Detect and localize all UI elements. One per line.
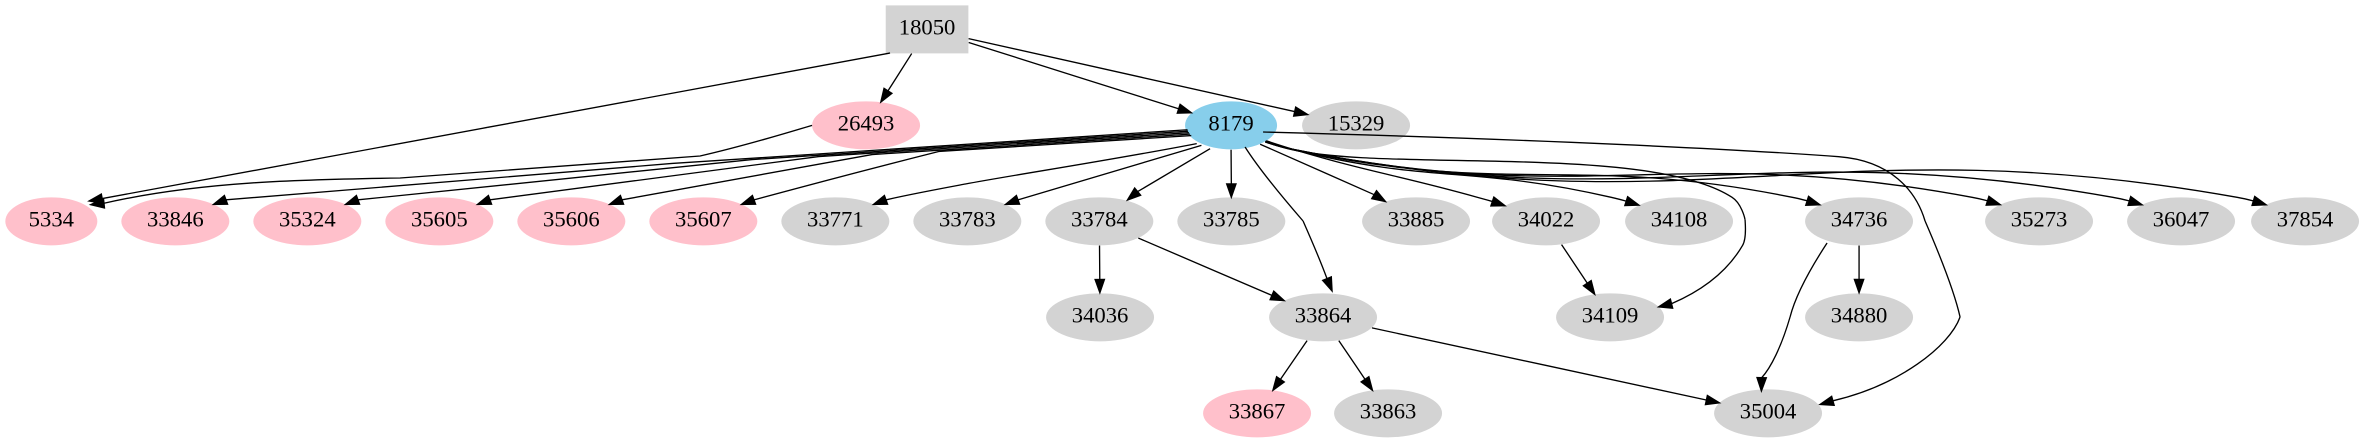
- svg-text:37854: 37854: [2277, 206, 2334, 231]
- svg-text:33785: 33785: [1203, 206, 1260, 231]
- svg-text:35324: 35324: [279, 206, 336, 231]
- svg-text:34736: 34736: [1831, 206, 1888, 231]
- svg-text:36047: 36047: [2153, 206, 2210, 231]
- svg-text:26493: 26493: [838, 110, 895, 135]
- svg-text:33867: 33867: [1229, 398, 1286, 423]
- svg-text:35606: 35606: [543, 206, 600, 231]
- svg-text:33783: 33783: [939, 206, 996, 231]
- svg-text:15329: 15329: [1328, 110, 1385, 135]
- svg-text:35607: 35607: [675, 206, 732, 231]
- svg-text:35273: 35273: [2011, 206, 2068, 231]
- svg-text:34109: 34109: [1582, 302, 1639, 327]
- svg-text:35004: 35004: [1740, 398, 1797, 423]
- svg-text:33863: 33863: [1360, 398, 1417, 423]
- svg-text:35605: 35605: [411, 206, 468, 231]
- svg-text:18050: 18050: [899, 14, 956, 39]
- svg-text:33864: 33864: [1295, 302, 1352, 327]
- svg-text:5334: 5334: [29, 206, 74, 231]
- svg-text:33846: 33846: [147, 206, 204, 231]
- svg-text:34880: 34880: [1831, 302, 1888, 327]
- svg-text:34108: 34108: [1651, 206, 1708, 231]
- svg-text:33771: 33771: [807, 206, 864, 231]
- svg-text:34022: 34022: [1518, 206, 1575, 231]
- svg-text:8179: 8179: [1208, 110, 1253, 135]
- svg-text:33784: 33784: [1071, 206, 1128, 231]
- svg-text:33885: 33885: [1388, 206, 1445, 231]
- svg-text:34036: 34036: [1072, 302, 1129, 327]
